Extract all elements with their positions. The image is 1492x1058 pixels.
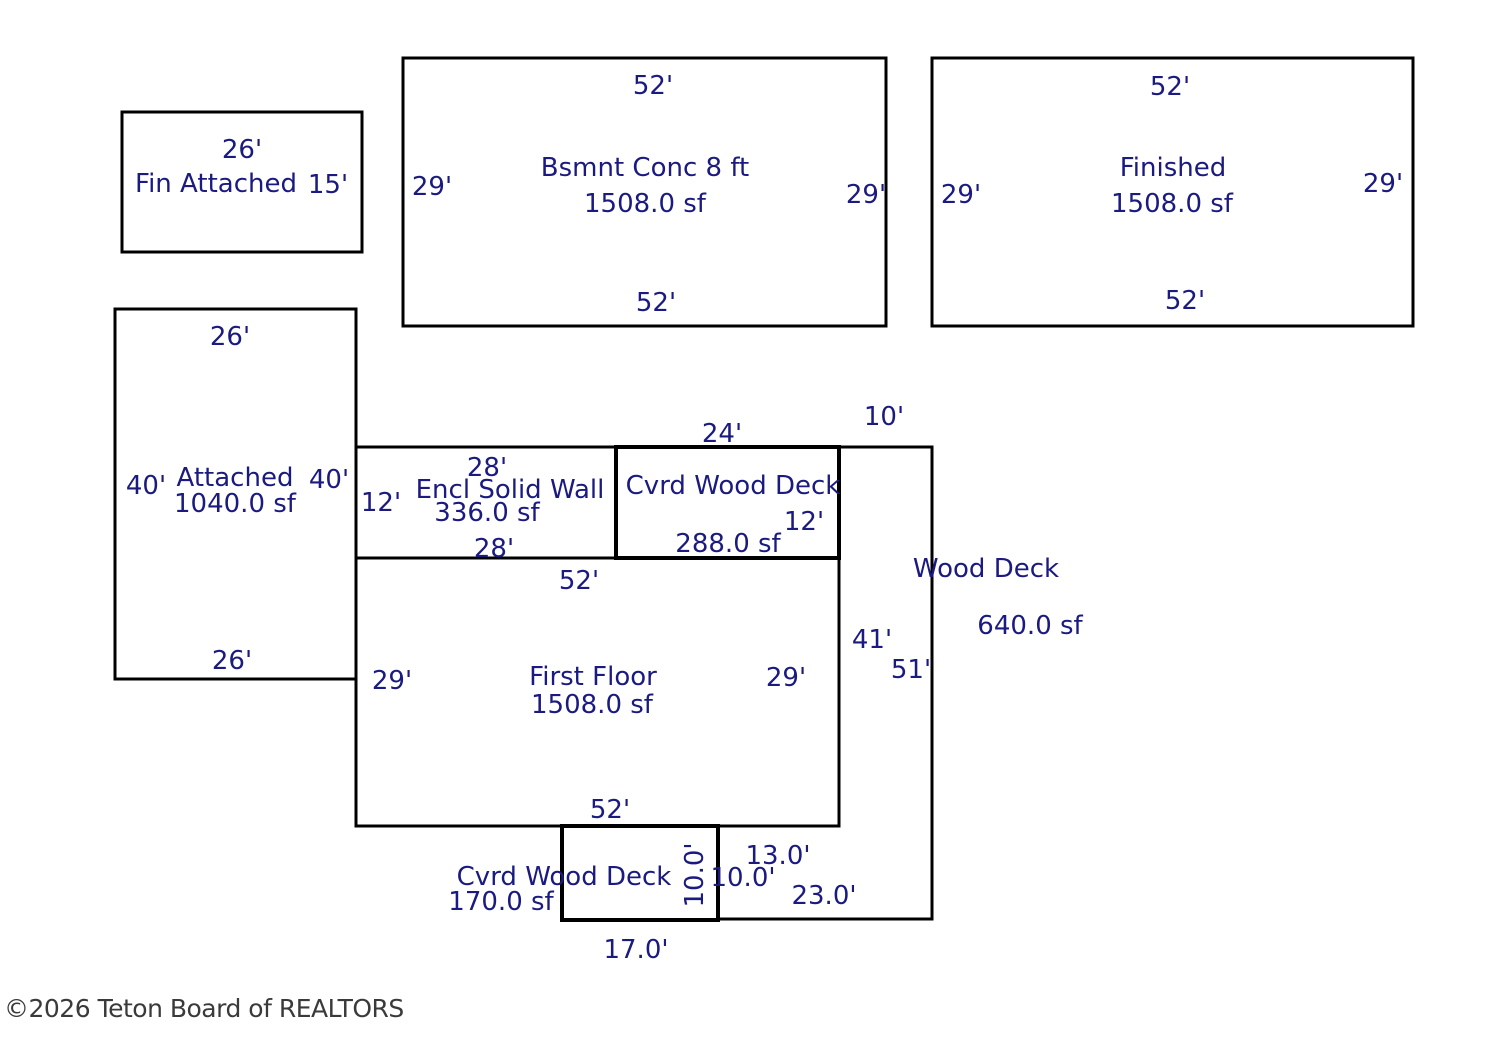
- finished-top-dimension: 52': [1150, 72, 1190, 102]
- attached-left-dimension: 40': [126, 471, 166, 501]
- room-wood-deck: 10' Wood Deck 640.0 sf 41' 51' 13.0' 23.…: [718, 402, 1084, 921]
- first-floor-top-dimension: 52': [559, 566, 599, 596]
- room-encl-solid-wall: 28' Encl Solid Wall 336.0 sf 12' 28': [356, 445, 616, 564]
- copyright-watermark: ©2026 Teton Board of REALTORS: [4, 994, 404, 1023]
- finished-right-dimension: 29': [1363, 169, 1403, 199]
- first-floor-right-dimension: 29': [766, 663, 806, 693]
- cvrd-wood-deck-top-outline: [614, 445, 841, 560]
- wood-deck-step-dimension: 13.0': [745, 841, 810, 871]
- encl-solid-wall-left-dimension: 12': [361, 488, 401, 518]
- basement-top-dimension: 52': [633, 71, 673, 101]
- basement-name: Bsmnt Conc 8 ft: [541, 153, 749, 183]
- first-floor-bottom-dimension: 52': [590, 795, 630, 825]
- finished-bottom-dimension: 52': [1165, 286, 1205, 316]
- room-basement-outline: [401, 56, 888, 328]
- room-finished: 52' Finished 1508.0 sf 29' 29' 52': [930, 56, 1415, 328]
- fin-attached-top-dimension: 26': [222, 135, 262, 165]
- first-floor-name: First Floor: [529, 662, 657, 692]
- wood-deck-bottom-right-dimension: 23.0': [791, 881, 856, 911]
- encl-solid-wall-name: Encl Solid Wall: [416, 475, 605, 505]
- cvrd-wood-deck-bottom-outline: [560, 824, 720, 922]
- basement-left-dimension: 29': [412, 172, 452, 202]
- cvrd-wood-deck-bottom-right-dimension: 10.0': [710, 863, 775, 893]
- basement-area: 1508.0 sf: [584, 189, 707, 219]
- attached-bottom-dimension: 26': [212, 646, 252, 676]
- room-fin-attached-outline: [120, 110, 364, 254]
- wood-deck-outline: [718, 445, 934, 921]
- attached-right-dimension: 40': [309, 465, 349, 495]
- wood-deck-area: 640.0 sf: [977, 611, 1083, 641]
- cvrd-wood-deck-top-area: 288.0 sf: [675, 529, 781, 559]
- first-floor-area: 1508.0 sf: [531, 690, 654, 720]
- cvrd-wood-deck-bottom-bottom-dimension: 17.0': [603, 935, 668, 965]
- room-finished-outline: [930, 56, 1415, 328]
- encl-solid-wall-bottom-dimension: 28': [474, 534, 514, 564]
- cvrd-wood-deck-top-name: Cvrd Wood Deck: [626, 471, 841, 501]
- room-cvrd-wood-deck-bottom: Cvrd Wood Deck 170.0 sf 10.0' 10.0' 17.0…: [448, 824, 776, 965]
- wood-deck-inner-dimension: 41': [852, 625, 892, 655]
- finished-area: 1508.0 sf: [1111, 189, 1234, 219]
- room-basement: 52' Bsmnt Conc 8 ft 1508.0 sf 29' 29' 52…: [401, 56, 888, 328]
- encl-solid-wall-area: 336.0 sf: [434, 498, 540, 528]
- attached-name: Attached: [177, 463, 294, 493]
- basement-right-dimension: 29': [846, 180, 886, 210]
- cvrd-wood-deck-top-right-dimension: 12': [784, 507, 824, 537]
- wood-deck-top-dimension: 10': [864, 402, 904, 432]
- room-cvrd-wood-deck-top: 24' Cvrd Wood Deck 288.0 sf 12': [614, 419, 841, 560]
- fin-attached-right-dimension: 15': [308, 170, 348, 200]
- attached-area: 1040.0 sf: [174, 489, 297, 519]
- cvrd-wood-deck-top-top-dimension: 24': [702, 419, 742, 449]
- encl-solid-wall-top-dimension: 28': [467, 453, 507, 483]
- cvrd-wood-deck-bottom-area: 170.0 sf: [448, 887, 554, 917]
- finished-name: Finished: [1120, 153, 1227, 183]
- cvrd-wood-deck-bottom-name: Cvrd Wood Deck: [457, 862, 672, 892]
- room-attached: 26' Attached 1040.0 sf 40' 40' 26': [113, 307, 358, 681]
- first-floor-left-dimension: 29': [372, 666, 412, 696]
- cvrd-wood-deck-bottom-vertical-dimension: 10.0': [680, 842, 710, 907]
- wood-deck-outer-dimension: 51': [891, 655, 931, 685]
- room-fin-attached: 26' Fin Attached 15': [120, 110, 364, 254]
- fin-attached-name: Fin Attached: [135, 169, 297, 199]
- basement-bottom-dimension: 52': [636, 288, 676, 318]
- finished-left-dimension: 29': [941, 180, 981, 210]
- attached-top-dimension: 26': [210, 322, 250, 352]
- wood-deck-name: Wood Deck: [913, 554, 1059, 584]
